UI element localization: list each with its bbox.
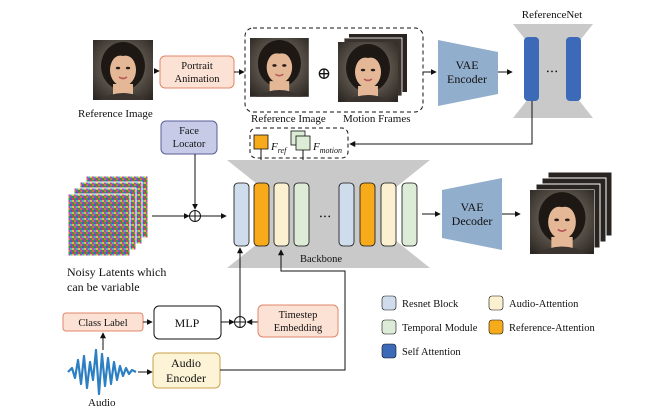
legend-label-temporal: Temporal Module — [402, 323, 478, 334]
backbone-reference-attention-2 — [359, 182, 376, 247]
f-ref-label: Fref — [270, 141, 288, 155]
legend-swatch-self-attention — [381, 343, 397, 359]
timestep-embedding-line2: Embedding — [274, 323, 323, 334]
vae-decoder-line2: Decoder — [452, 214, 493, 228]
legend-swatch-resnet — [381, 295, 397, 311]
output-face — [529, 189, 595, 255]
vae-decoder-line1: VAE — [460, 200, 483, 214]
noisy-latents-line1: Noisy Latents which — [67, 265, 166, 279]
vae-encoder-line2: Encoder — [447, 72, 487, 86]
referencenet-self-attention-right — [566, 37, 581, 101]
audio-encoder-line2: Encoder — [166, 371, 206, 385]
reference-image-label: Reference Image — [78, 108, 153, 120]
reference-image-thumbnail — [92, 39, 154, 101]
legend-swatch-temporal — [381, 319, 397, 335]
mlp-box: MLP — [153, 305, 222, 340]
concat-plus-icon: ⊕ — [317, 64, 331, 83]
arrow-referencenet-to-features — [349, 101, 533, 147]
noisy-latents-line2: can be variable — [67, 280, 140, 294]
backbone-label: Backbone — [300, 254, 342, 265]
referencenet: • • • — [513, 24, 593, 118]
backbone-resnet-2 — [338, 182, 355, 247]
backbone: • • • — [227, 160, 430, 268]
timestep-embedding-box: Timestep Embedding — [257, 304, 339, 338]
audio-encoder-box: Audio Encoder — [152, 352, 221, 389]
vae-decoder: VAE Decoder — [442, 178, 502, 250]
mlp-text: MLP — [175, 316, 200, 330]
audio-encoder-line1: Audio — [171, 356, 201, 370]
legend-label-audio-attention: Audio-Attention — [509, 299, 579, 310]
portrait-animation-line2: Animation — [175, 74, 221, 85]
backbone-reference-attention-1 — [253, 182, 270, 247]
timestep-embedding-line1: Timestep — [279, 310, 318, 321]
legend-label-self-attention: Self Attention — [402, 347, 461, 358]
audio-label: Audio — [88, 397, 116, 409]
legend-label-reference-attention: Reference-Attention — [509, 323, 595, 334]
backbone-audio-attention-1 — [273, 182, 290, 247]
vae-encoder: VAE Encoder — [438, 40, 498, 106]
motion-frames-stack — [337, 34, 407, 103]
referencenet-self-attention-left — [524, 37, 539, 101]
portrait-animation-line1: Portrait — [181, 61, 213, 72]
arrow-audio-encoder-to-backbone — [220, 249, 346, 371]
reference-image-inner-label: Reference Image — [251, 113, 326, 125]
class-label-box: Class Label — [62, 312, 144, 332]
backbone-resnet-1 — [233, 182, 250, 247]
referencenet-label: ReferenceNet — [522, 9, 582, 21]
audio-waveform — [67, 348, 137, 396]
reference-image-inner-thumbnail — [249, 37, 310, 98]
motion-frames-label: Motion Frames — [343, 113, 411, 125]
backbone-audio-attention-2 — [380, 182, 397, 247]
f-motion-label: Fmotion — [312, 141, 342, 155]
backbone-dots: • • • — [320, 213, 331, 221]
legend-swatch-reference-attention — [488, 319, 504, 335]
output-frames-stack — [529, 171, 613, 255]
referencenet-dots: • • • — [547, 68, 558, 76]
backbone-temporal-1 — [293, 182, 310, 247]
inputs-dashed-group — [244, 27, 424, 113]
noisy-latents-stack — [67, 175, 149, 257]
legend: Resnet Block Audio-Attention Temporal Mo… — [381, 295, 595, 359]
backbone-temporal-2 — [401, 182, 418, 247]
face-locator-line2: Locator — [173, 139, 206, 150]
legend-label-resnet: Resnet Block — [402, 299, 459, 310]
face-locator-line1: Face — [179, 126, 199, 137]
vae-encoder-line1: VAE — [455, 58, 478, 72]
class-label-text: Class Label — [78, 318, 127, 329]
f-motion-square-front — [295, 135, 311, 151]
legend-swatch-audio-attention — [488, 295, 504, 311]
features-dashed-group: Fref Fmotion — [249, 127, 349, 159]
face-locator-box: Face Locator — [160, 120, 218, 155]
f-ref-square — [253, 134, 269, 150]
portrait-animation-box: Portrait Animation — [159, 55, 235, 89]
